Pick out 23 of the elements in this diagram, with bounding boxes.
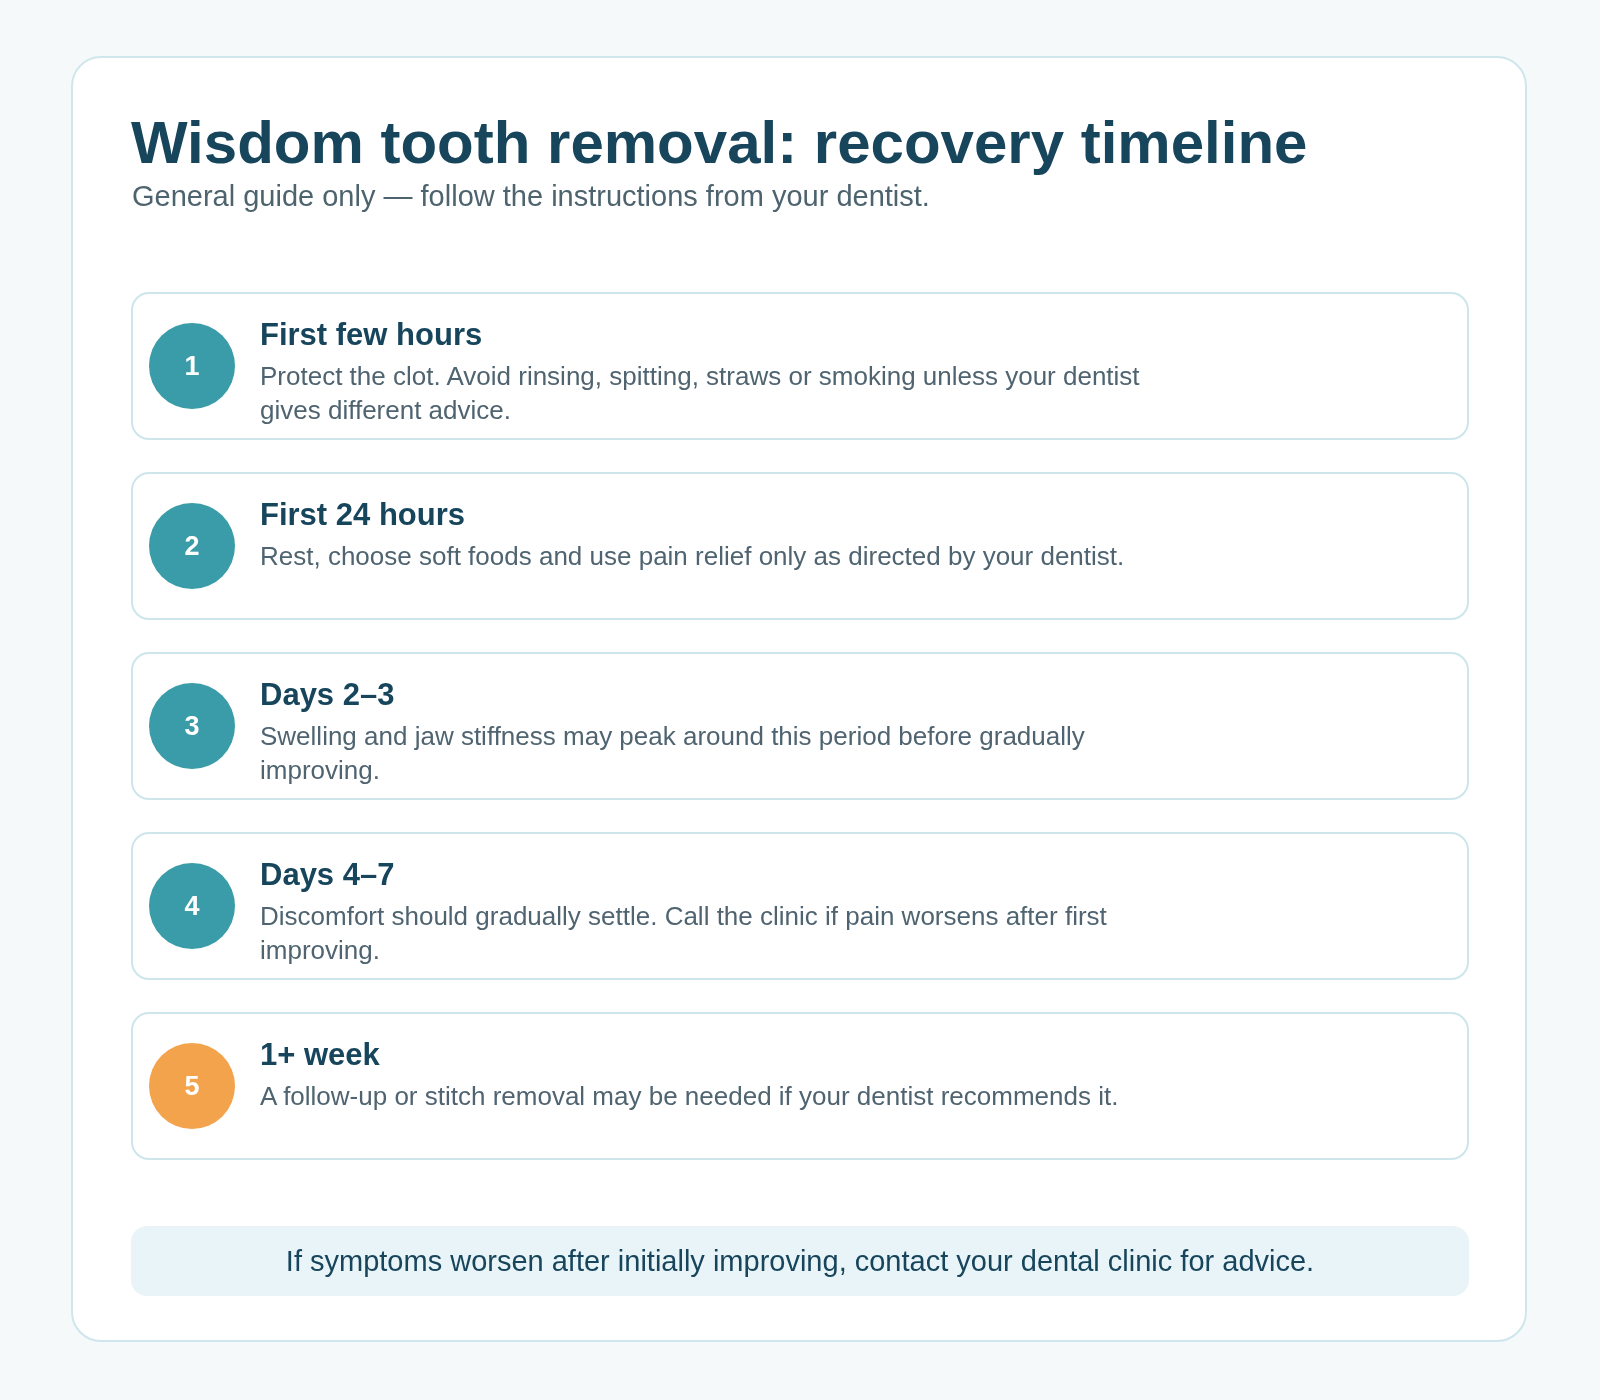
timeline-card	[131, 832, 1469, 980]
step-number-circle: 4	[149, 863, 235, 949]
step-description: A follow-up or stitch removal may be needed if your dentist recommends it.	[260, 1080, 1120, 1113]
timeline-card	[131, 292, 1469, 440]
timeline-card	[131, 652, 1469, 800]
step-heading: 1+ week	[260, 1036, 380, 1074]
step-heading: Days 2–3	[260, 676, 395, 714]
step-number-circle: 5	[149, 1043, 235, 1129]
step-description: Protect the clot. Avoid rinsing, spitting, straws or smoking unless your dentist gives different advice.	[260, 360, 1141, 427]
step-heading: Days 4–7	[260, 856, 395, 894]
timeline-card	[131, 1012, 1469, 1160]
step-number-circle: 2	[149, 503, 235, 589]
step-description: Swelling and jaw stiffness may peak around this period before gradually improving.	[260, 720, 1086, 787]
timeline-card	[131, 472, 1469, 620]
step-description: Discomfort should gradually settle. Call the clinic if pain worsens after first improving.	[260, 900, 1108, 967]
step-number-circle: 1	[149, 323, 235, 409]
advice-banner: If symptoms worsen after initially improving, contact your dental clinic for advice.	[131, 1226, 1469, 1296]
subtitle-text: General guide only — follow the instructions from your dentist.	[132, 179, 930, 214]
step-heading: First 24 hours	[260, 496, 465, 534]
step-description: Rest, choose soft foods and use pain relief only as directed by your dentist.	[260, 540, 1126, 573]
title-heading: Wisdom tooth removal: recovery timeline	[131, 108, 1308, 177]
step-number-circle: 3	[149, 683, 235, 769]
step-heading: First few hours	[260, 316, 483, 354]
